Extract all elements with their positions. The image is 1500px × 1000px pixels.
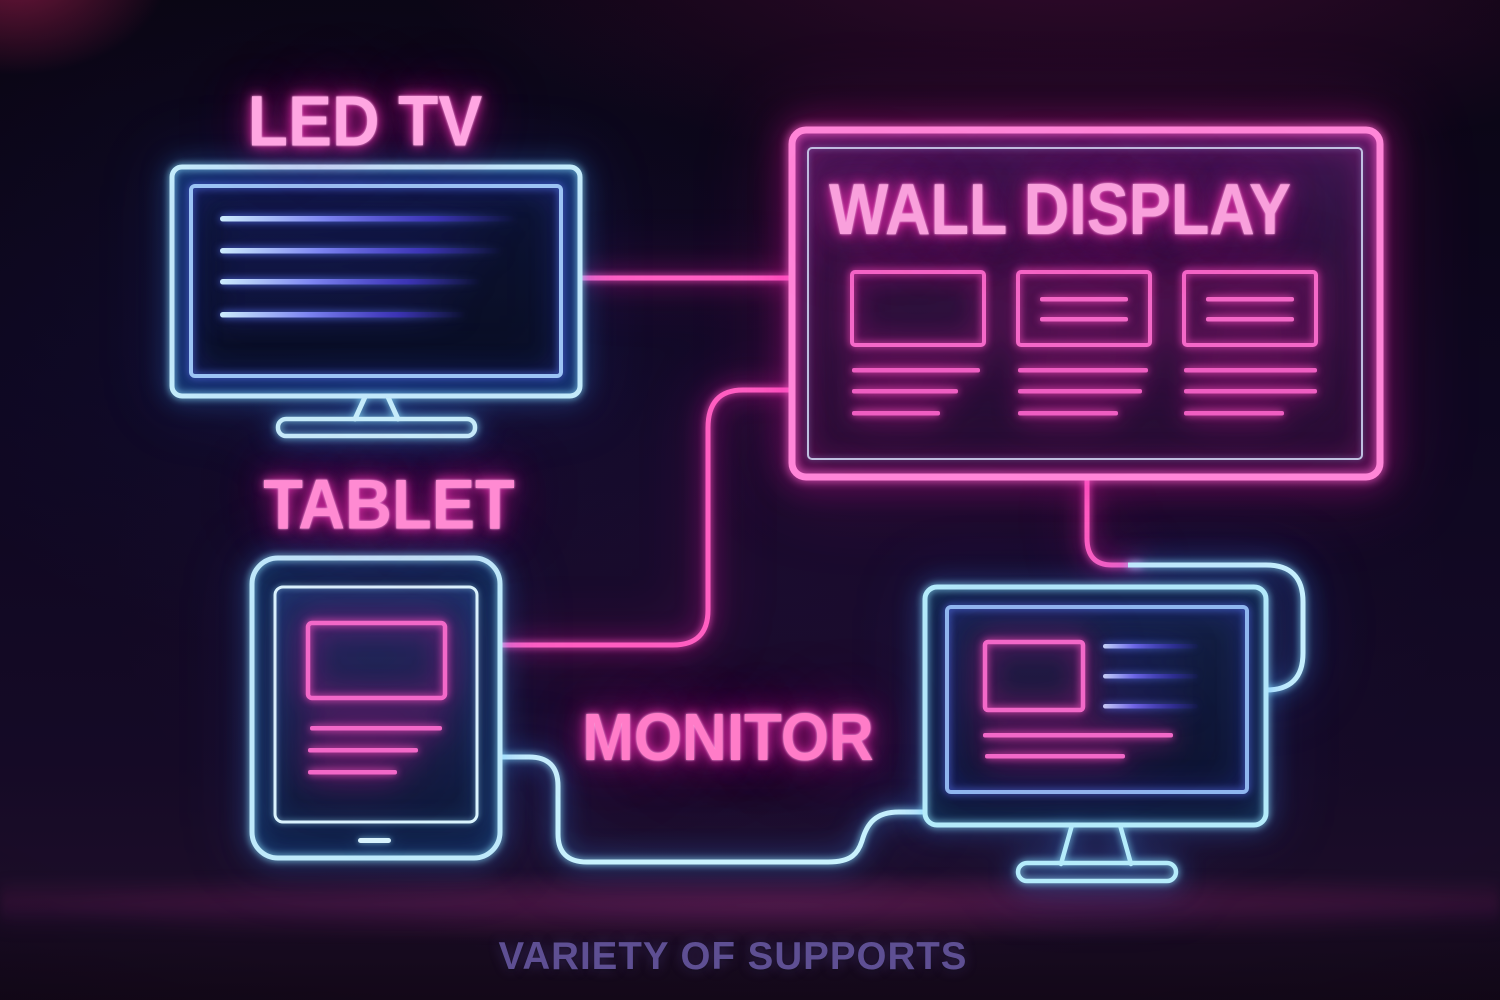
monitor-screen <box>947 607 1247 792</box>
tv-stand-neck <box>352 394 401 422</box>
wall-display-inner-frame <box>807 147 1363 460</box>
tv-content-lines <box>220 216 518 318</box>
connector-tablet-monitor <box>500 754 925 865</box>
monitor-icon <box>922 584 1269 884</box>
monitor-image-placeholder <box>982 639 1086 713</box>
connector-walldisplay-monitor-cyan <box>1128 562 1306 693</box>
connector-walldisplay-monitor-pink <box>1084 476 1142 568</box>
monitor-text-lines <box>983 733 1173 759</box>
tablet-frame <box>249 555 503 861</box>
tablet-content <box>305 620 448 775</box>
monitor-stand-neck <box>1058 822 1134 867</box>
tv-outer-frame <box>169 164 583 439</box>
card-text-lines <box>1040 297 1294 322</box>
monitor-frame <box>922 584 1269 884</box>
tablet-text-lines <box>308 726 442 775</box>
monitor-inner-frame <box>945 605 1249 794</box>
tablet-label: TABLET <box>263 464 515 544</box>
tv-inner-frame <box>189 184 563 378</box>
card-3 <box>1182 270 1318 347</box>
led-tv-label: LED TV <box>247 80 483 161</box>
tablet-icon <box>249 555 503 861</box>
monitor-label: MONITOR <box>582 700 874 776</box>
wall-display-frame <box>788 126 1384 481</box>
monitor-stand-base <box>1015 860 1179 884</box>
tablet-image-placeholder <box>305 620 448 701</box>
wall-display-label: WALL DISPLAY <box>828 169 1292 250</box>
card-2 <box>1016 270 1152 347</box>
cyan-connectors <box>500 562 1306 865</box>
wall-display-text-lines <box>852 368 1317 416</box>
wall-display-icon <box>788 126 1384 481</box>
pink-connectors <box>500 275 1142 648</box>
wall-display-cards <box>850 270 1318 416</box>
card-1 <box>850 270 986 347</box>
monitor-fade-lines <box>1103 644 1198 709</box>
caption-text: VARIETY OF SUPPORTS <box>498 935 968 978</box>
tablet-screen <box>275 587 477 822</box>
monitor-content <box>982 639 1173 759</box>
tablet-screen-frame <box>273 585 479 843</box>
connector-tablet-walldisplay <box>500 387 792 648</box>
tablet-home-button <box>358 838 391 843</box>
tv-icon <box>169 164 583 439</box>
tv-stand-base <box>275 416 478 439</box>
